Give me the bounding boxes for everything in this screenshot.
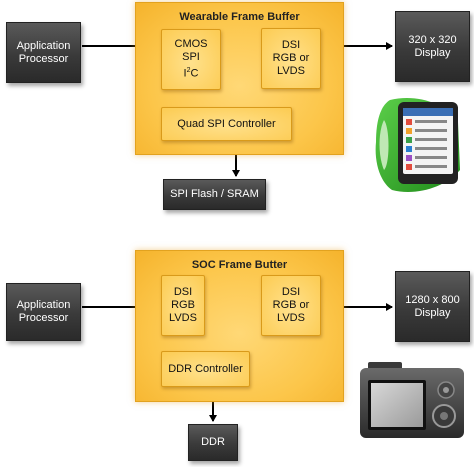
bottom-display: 1280 x 800 Display — [395, 271, 470, 342]
bottom-controller: DDR Controller — [161, 351, 250, 387]
bottom-application-processor: Application Processor — [6, 283, 81, 341]
top-input-line-1: CMOS — [174, 38, 208, 51]
top-input-block: CMOS SPI I2C — [161, 29, 221, 90]
top-input-line-3: I2C — [183, 67, 199, 80]
top-display: 320 x 320 Display — [395, 11, 470, 82]
smartwatch-image — [375, 98, 460, 192]
bottom-output-block: DSI RGB or LVDS — [261, 275, 321, 336]
top-application-processor: Application Processor — [6, 22, 81, 83]
bottom-display-label: 1280 x 800 Display — [405, 293, 460, 319]
bottom-input-block: DSI RGB LVDS — [161, 275, 205, 336]
top-memory: SPI Flash / SRAM — [163, 179, 266, 210]
camera-image — [360, 362, 464, 438]
top-input-line-2: SPI — [182, 51, 200, 64]
top-display-label: 320 x 320 Display — [408, 33, 457, 59]
bottom-memory-label: DDR — [201, 436, 225, 448]
top-frame-title: Wearable Frame Buffer — [179, 11, 300, 23]
top-source-label: Application Processor — [16, 39, 71, 65]
top-output-block: DSI RGB or LVDS — [261, 28, 321, 89]
bottom-frame-title: SOC Frame Butter — [191, 259, 288, 271]
bottom-memory: DDR — [188, 424, 238, 461]
top-controller: Quad SPI Controller — [161, 107, 292, 141]
top-memory-label: SPI Flash / SRAM — [170, 188, 259, 200]
bottom-source-label: Application Processor — [16, 299, 71, 324]
